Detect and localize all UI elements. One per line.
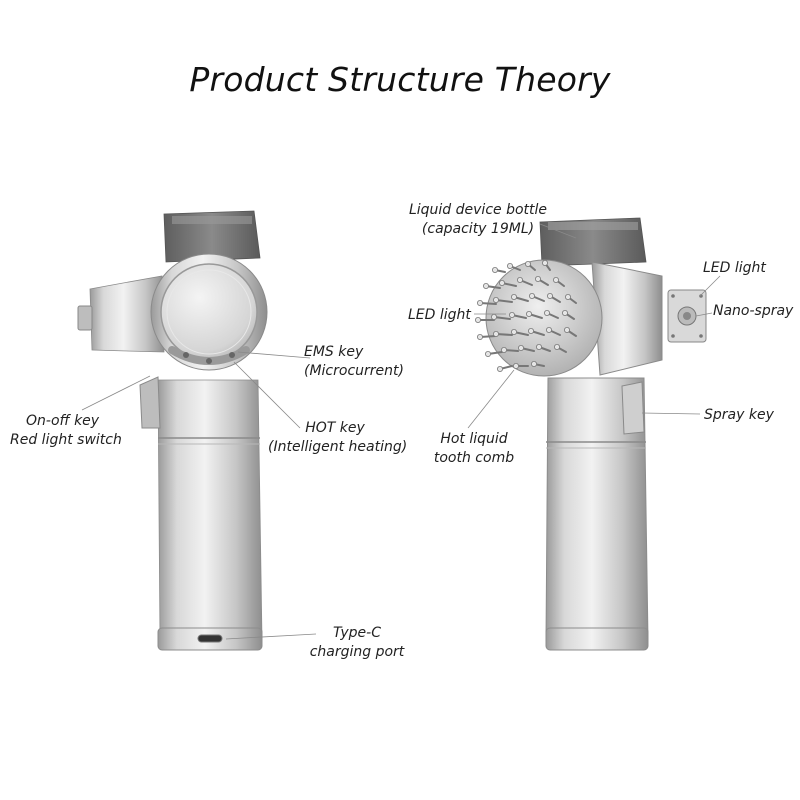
label-ems-key: EMS key (Microcurrent): [304, 343, 404, 381]
left-display-face: [160, 263, 258, 361]
leader-nano: [695, 312, 713, 317]
leader-bottle: [539, 223, 577, 239]
leader-type-c: [225, 633, 317, 640]
leader-led-right: [699, 275, 721, 297]
label-led-light-right: LED light: [703, 260, 766, 276]
label-bottle-line2: (capacity 19ML): [421, 221, 535, 237]
diagram-title: Product Structure Theory: [189, 60, 611, 99]
label-onoff-line2: Red light switch: [10, 432, 122, 448]
label-spray-key: Spray key: [704, 407, 774, 423]
label-hot-liquid-comb: Hot liquid tooth comb: [424, 430, 524, 468]
label-liquid-bottle: Liquid device bottle (capacity 19ML): [398, 201, 558, 239]
leader-hot: [233, 361, 301, 429]
label-comb-line2: tooth comb: [433, 450, 515, 466]
label-type-c-line2: charging port: [309, 644, 405, 660]
left-handle: [157, 379, 263, 641]
label-onoff-line1: On-off key: [26, 413, 100, 429]
left-type-c-port: [197, 634, 223, 643]
leader-spray: [641, 412, 701, 415]
left-onoff-trigger: [139, 376, 161, 429]
left-device: [77, 210, 268, 651]
label-comb-line1: Hot liquid: [440, 431, 508, 447]
label-ems-line1: EMS key: [304, 344, 364, 360]
right-spray-key: [621, 381, 645, 435]
leader-ems: [237, 351, 311, 359]
label-onoff-key: On-off key Red light switch: [10, 412, 122, 450]
label-hot-key: HOT key (Intelligent heating): [268, 419, 408, 457]
label-type-c: Type-C charging port: [302, 624, 412, 662]
left-hot-button: [229, 352, 235, 358]
leader-onoff: [81, 375, 151, 411]
right-comb-head: [485, 259, 603, 377]
label-nano-spray: Nano-spray: [713, 303, 794, 319]
leader-comb: [467, 369, 515, 429]
left-ems-button: [206, 358, 212, 364]
label-hot-line1: HOT key: [305, 420, 365, 436]
label-bottle-line1: Liquid device bottle: [408, 202, 548, 218]
label-led-light-left: LED light: [408, 307, 471, 323]
label-hot-line2: (Intelligent heating): [268, 439, 408, 455]
left-power-button: [183, 352, 189, 358]
right-device: [474, 217, 707, 651]
label-ems-line2: (Microcurrent): [304, 363, 404, 379]
leader-lines: [81, 223, 721, 640]
label-type-c-line1: Type-C: [333, 625, 381, 641]
